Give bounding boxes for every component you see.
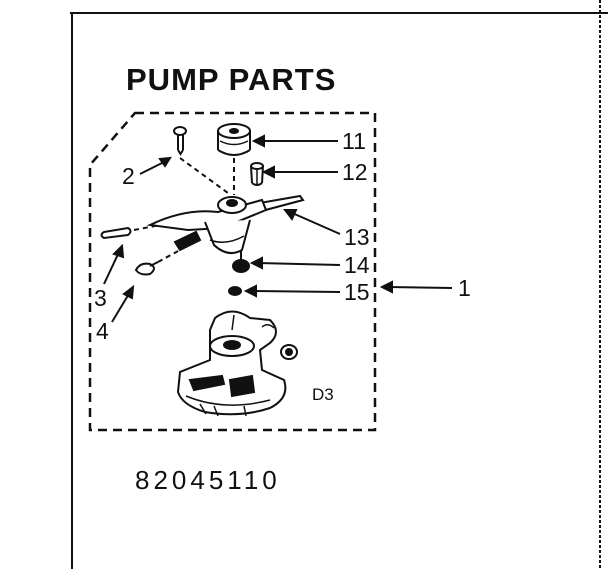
callout-leaders [103,134,453,323]
view-label: D3 [312,385,334,404]
callout-11: 11 [342,128,366,154]
pin-part [100,226,132,240]
callout-15: 15 [344,279,370,305]
clip-leader [157,249,181,263]
pump-body-part [146,196,268,273]
callout-1: 1 [458,275,471,301]
pulley-part [217,123,251,156]
clip-part [134,261,159,276]
screw-leader [179,157,229,194]
diagram-title: PUMP PARTS [126,62,337,97]
pump-housing-part [176,310,298,417]
callout-14: 14 [344,252,370,278]
seal-part [228,286,242,296]
collar-part [250,162,264,186]
callout-12: 12 [342,159,368,185]
callout-3: 3 [94,285,107,311]
assembly-boundary [88,111,377,432]
callout-4: 4 [96,318,109,344]
screw-part [173,126,187,156]
callout-13: 13 [344,224,370,250]
part-number: 82045110 [135,465,281,495]
callout-2: 2 [122,163,135,189]
pin-leader [133,224,161,231]
